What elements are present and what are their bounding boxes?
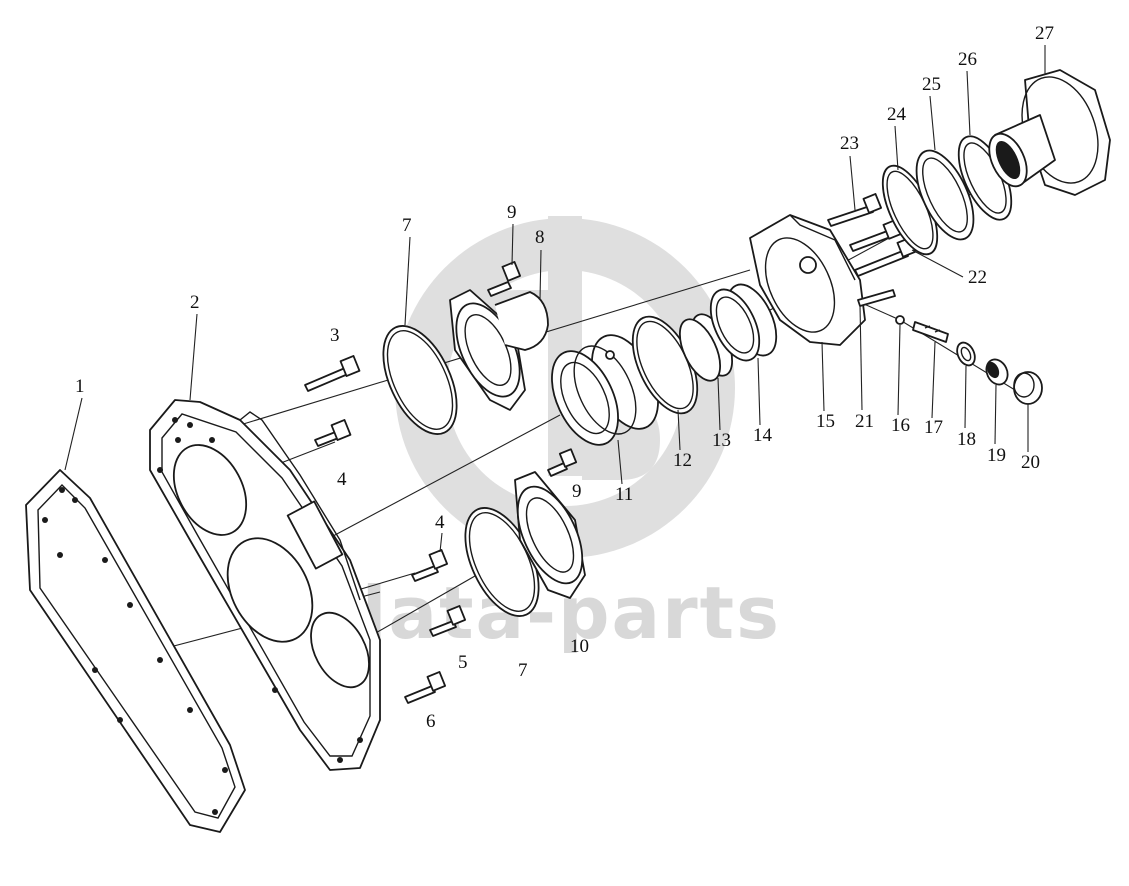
bolt-part-5: [429, 605, 467, 637]
housing-part-15: [749, 214, 866, 346]
bolt-part-23: [827, 193, 883, 227]
bolt-part-21: [857, 289, 896, 307]
callouts: 1 2 3 4 4 5 6 7 7 8 9 9 10 11 12 13 14 1…: [75, 23, 1054, 732]
callout-leaders: [64, 45, 1046, 553]
callout-17: 17: [924, 417, 943, 438]
pin-part-16: [895, 315, 905, 325]
callout-14: 14: [753, 425, 773, 446]
callout-13: 13: [712, 430, 731, 451]
ring-part-13: [678, 313, 734, 382]
washer-part-18: [956, 341, 976, 367]
shaft-part-17: [912, 321, 949, 343]
callout-19: 19: [987, 445, 1006, 466]
callout-23: 23: [840, 133, 859, 154]
housing-part-2: [149, 399, 381, 771]
cover-part-10: [514, 471, 586, 599]
bolt-part-4-lower: [411, 549, 449, 582]
callout-12: 12: [673, 450, 692, 471]
callout-8: 8: [535, 227, 545, 248]
callout-25: 25: [922, 74, 941, 95]
callout-1: 1: [75, 376, 85, 397]
callout-24: 24: [887, 104, 907, 125]
callout-27: 27: [1035, 23, 1054, 44]
bolt-part-22: [854, 237, 917, 277]
callout-9-lower: 9: [572, 481, 582, 502]
cover-part-8: [449, 289, 549, 411]
callout-6: 6: [426, 711, 436, 732]
screw-part-9-upper: [487, 261, 522, 297]
callout-26: 26: [958, 49, 977, 70]
callout-4-upper: 4: [337, 469, 347, 490]
bolt-part-6: [404, 671, 447, 704]
bolt-upper-extra: [849, 219, 903, 252]
callout-15: 15: [816, 411, 835, 432]
callout-16: 16: [891, 415, 910, 436]
callout-7-lower: 7: [518, 660, 528, 681]
bolt-part-4-upper: [314, 419, 352, 447]
callout-2: 2: [190, 292, 200, 313]
callout-9-upper: 9: [507, 202, 517, 223]
callout-4-lower: 4: [435, 512, 445, 533]
ring-part-25: [915, 149, 975, 241]
callout-11: 11: [615, 484, 633, 505]
callout-18: 18: [957, 429, 976, 450]
callout-20: 20: [1021, 452, 1040, 473]
callout-22: 22: [968, 267, 987, 288]
callout-5: 5: [458, 652, 468, 673]
callout-21: 21: [855, 411, 874, 432]
callout-10: 10: [570, 636, 589, 657]
flange-part-27: [988, 69, 1111, 196]
callout-3: 3: [330, 325, 340, 346]
bolt-part-3: [304, 355, 361, 392]
sleeve-part-14: [709, 283, 778, 362]
gasket-part-1: [25, 469, 246, 833]
gasket-part-7-upper: [382, 325, 458, 435]
callout-7-upper: 7: [402, 215, 412, 236]
cap-part-20: [1013, 371, 1043, 405]
screw-part-9-lower: [547, 448, 578, 477]
nut-part-19: [985, 358, 1009, 386]
